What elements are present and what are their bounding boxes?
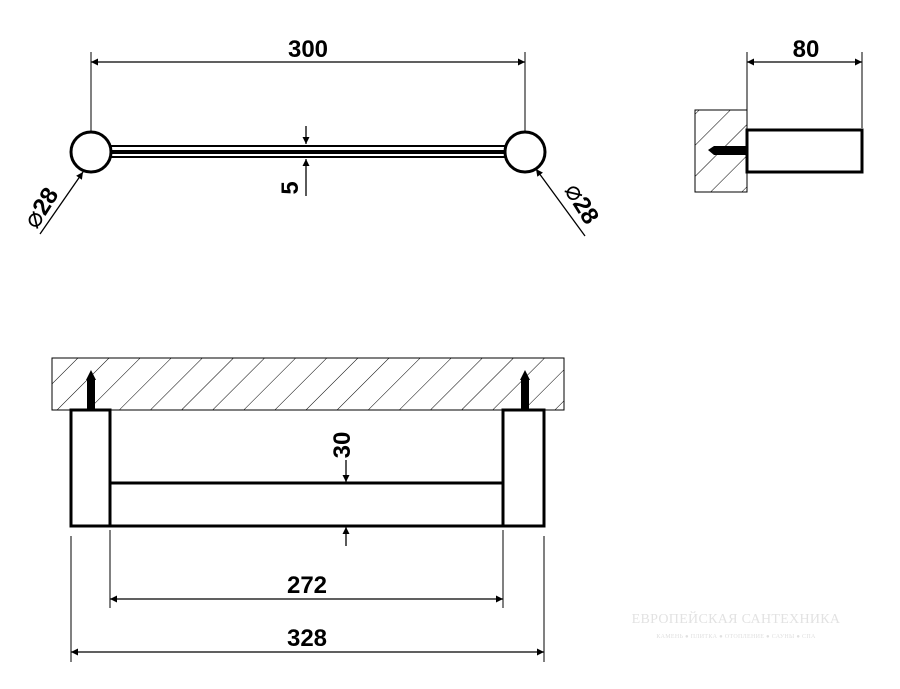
side-view: 80 xyxy=(694,36,864,193)
wall-section-front xyxy=(51,357,565,411)
left-post-circle xyxy=(69,130,113,174)
towel-bar-front xyxy=(108,481,505,528)
watermark: ЕВРОПЕЙСКАЯ САНТЕХНИКА КАМЕНЬ ● ПЛИТКА ●… xyxy=(632,610,841,640)
dim-328-label: 328 xyxy=(287,625,327,652)
dim-80-label: 80 xyxy=(793,36,820,63)
dim-30-label: 30 xyxy=(329,432,356,459)
towel-bar-tube-top xyxy=(110,145,506,158)
svg-text:⌀28: ⌀28 xyxy=(559,177,607,229)
dim-272-label: 272 xyxy=(287,572,327,599)
right-diameter-callout: ⌀28 xyxy=(559,177,607,229)
dim-300-label: 300 xyxy=(288,36,328,63)
right-post-circle xyxy=(503,130,547,174)
svg-text:⌀28: ⌀28 xyxy=(16,181,64,233)
top-view: 300 5 ⌀28 ⌀28 xyxy=(16,36,607,237)
watermark-brand: ЕВРОПЕЙСКАЯ САНТЕХНИКА xyxy=(632,610,841,627)
right-post-front xyxy=(501,408,546,528)
left-post-front xyxy=(69,408,112,528)
left-diameter-callout: ⌀28 xyxy=(16,181,64,233)
dim-5-label: 5 xyxy=(277,181,304,194)
watermark-tagline: КАМЕНЬ ● ПЛИТКА ● ОТОПЛЕНИЕ ● САУНЫ ● СП… xyxy=(656,634,816,640)
left-screw xyxy=(86,370,96,410)
post-side-body xyxy=(745,128,864,174)
front-view: 30 272 328 xyxy=(51,357,565,662)
screw-side xyxy=(714,146,747,155)
right-screw xyxy=(520,370,530,410)
